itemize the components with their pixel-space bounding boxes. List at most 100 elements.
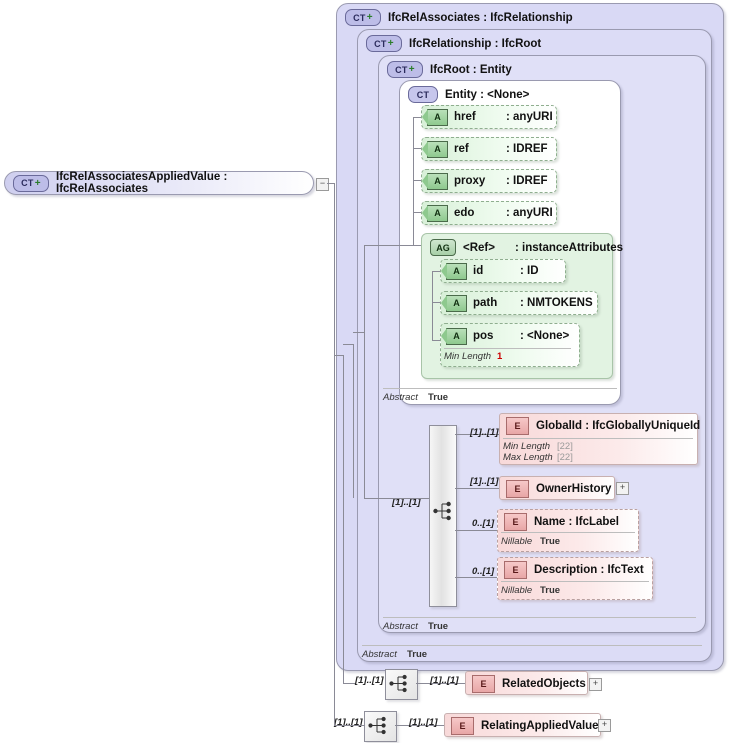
abstract-label-entity: Abstract [383, 392, 418, 403]
root-node-label: IfcRelAssociatesAppliedValue : IfcRelAss… [56, 171, 228, 195]
attribute-href: A href : anyURI [421, 105, 557, 129]
connector-edo [413, 212, 422, 213]
connector-href [413, 117, 422, 118]
expand-ownerhistory-button[interactable]: + [616, 482, 629, 495]
connector-sequence-feed [392, 498, 429, 499]
facet-min-length-value: 1 [497, 351, 503, 362]
cardinality-relatingappliedvalue-left: [1]..[1] [334, 717, 363, 728]
expand-relatingappliedvalue-button[interactable]: + [598, 719, 611, 732]
element-ownerhistory-header: E OwnerHistory [500, 477, 611, 501]
sequence-icon-relatedobjects-box [385, 669, 418, 700]
attribute-id-name: id [473, 265, 484, 277]
attribute-proxy-type: : IDREF [506, 175, 548, 187]
connector-root-spine [334, 183, 335, 725]
complextype-ifcroot-header: CT+ IfcRoot : Entity [387, 61, 512, 78]
connector-ifcrelationship-spine [353, 344, 354, 498]
cardinality-ownerhistory: [1]..[1] [470, 476, 499, 487]
element-ownerhistory: E OwnerHistory [499, 476, 615, 500]
connector-proxy [413, 180, 422, 181]
connector-root-to-relatingappliedvalue [334, 725, 365, 726]
facet-max-length-value-globalid: [22] [557, 452, 573, 463]
facet-min-length-value-globalid: [22] [557, 441, 573, 452]
connector-vertical-group [432, 271, 433, 340]
cardinality-globalid: [1]..[1] [470, 427, 499, 438]
attribute-icon: A [422, 108, 448, 126]
attributegroup-icon: AG [430, 239, 456, 256]
cardinality-sequence: [1]..[1] [392, 497, 421, 508]
element-relatedobjects-header: E RelatedObjects [466, 672, 586, 696]
connector-root-stub [327, 183, 335, 184]
complextype-icon: CT+ [13, 174, 49, 192]
complextype-entity-header: CT Entity : <None> [408, 86, 529, 103]
connector-to-ifcrelationship [343, 344, 353, 345]
attribute-edo: A edo : anyURI [421, 201, 557, 225]
connector-to-relatedobjects [343, 683, 355, 684]
attribute-icon: A [422, 172, 448, 190]
collapse-root-button[interactable]: − [316, 178, 329, 191]
connector-ifcroot-spine [364, 332, 365, 498]
connector-globalid [455, 434, 499, 435]
element-relatingappliedvalue-label: RelatingAppliedValue [481, 720, 599, 732]
facet-min-length-label-globalid: Min Length [503, 441, 551, 452]
connector-id [432, 271, 441, 272]
complextype-entity-label: Entity : <None> [445, 88, 530, 101]
abstract-value-entity: True [428, 392, 449, 403]
attribute-icon: A [422, 140, 448, 158]
attribute-edo-name: edo [454, 207, 475, 219]
attribute-id-type: : ID [520, 265, 539, 277]
connector-name [455, 530, 497, 531]
facet-separator-globalid [503, 438, 693, 439]
attribute-edo-type: : anyURI [506, 207, 553, 219]
complextype-ifcrelassociates-label: IfcRelAssociates : IfcRelationship [388, 11, 573, 24]
attribute-href-name: href [454, 111, 476, 123]
abstract-label-ifcrelationship: Abstract [362, 649, 397, 660]
connector-pos [432, 340, 441, 341]
facet-separator [444, 348, 571, 349]
facet-nillable-value-description: True [540, 585, 561, 596]
expand-plus-icon: + [387, 38, 394, 49]
element-ownerhistory-label: OwnerHistory [536, 483, 612, 495]
element-icon: E [506, 417, 529, 435]
element-relatedobjects-label: RelatedObjects [502, 678, 586, 690]
complextype-icon: CT [408, 86, 438, 103]
sequence-icon [433, 501, 451, 521]
connector-ifcrelassociates-spine [343, 355, 344, 683]
cardinality-relatingappliedvalue-right: [1]..[1] [409, 717, 438, 728]
connector-root-to-ifcrelassociates [334, 355, 343, 356]
element-icon: E [506, 480, 529, 498]
attribute-icon: A [422, 204, 448, 222]
connector-ifcroot-up [364, 245, 365, 332]
attribute-icon: A [441, 262, 467, 280]
element-globalid-header: E GlobalId : IfcGloballyUniqueId [500, 414, 700, 438]
attribute-pos: A pos : <None> [440, 323, 580, 367]
complextype-ifcrelationship-header: CT+ IfcRelationship : IfcRoot [366, 35, 541, 52]
attribute-pos-name: pos [473, 330, 494, 342]
abstract-separator-ifcrelationship [362, 645, 702, 646]
root-node-ifcrelassociatesappliedvalue[interactable]: CT+ IfcRelAssociatesAppliedValue : IfcRe… [4, 171, 314, 195]
complextype-ifcroot-label: IfcRoot : Entity [430, 63, 512, 76]
complextype-ifcrelassociates-header: CT+ IfcRelAssociates : IfcRelationship [345, 9, 573, 26]
attribute-id: A id : ID [440, 259, 566, 283]
element-globalid: E GlobalId : IfcGloballyUniqueId [499, 413, 700, 465]
attribute-proxy-name: proxy [454, 175, 486, 187]
complextype-icon: CT+ [366, 35, 402, 52]
attribute-icon: A [441, 294, 467, 312]
attribute-ref-type: : IDREF [506, 143, 548, 155]
connector-ifcroot-to-entity [364, 245, 413, 246]
cardinality-relatedobjects-left: [1]..[1] [355, 675, 384, 686]
attribute-ref: A ref : IDREF [421, 137, 557, 161]
connector-to-ifcroot [353, 332, 364, 333]
attribute-path: A path : NMTOKENS [440, 291, 598, 315]
element-icon: E [472, 675, 495, 693]
element-relatingappliedvalue: E RelatingAppliedValue [444, 713, 601, 737]
cardinality-name: 0..[1] [472, 518, 495, 529]
expand-plus-icon: + [366, 12, 373, 23]
sequence-icon-relatedobjects [389, 674, 407, 693]
attributegroup-name: <Ref> [463, 241, 495, 254]
facet-separator-name [501, 532, 635, 533]
connector-ownerhistory [455, 488, 499, 489]
expand-relatedobjects-button[interactable]: + [589, 678, 602, 691]
element-description: E Description : IfcText [497, 557, 653, 600]
facet-nillable-value-name: True [540, 536, 561, 547]
